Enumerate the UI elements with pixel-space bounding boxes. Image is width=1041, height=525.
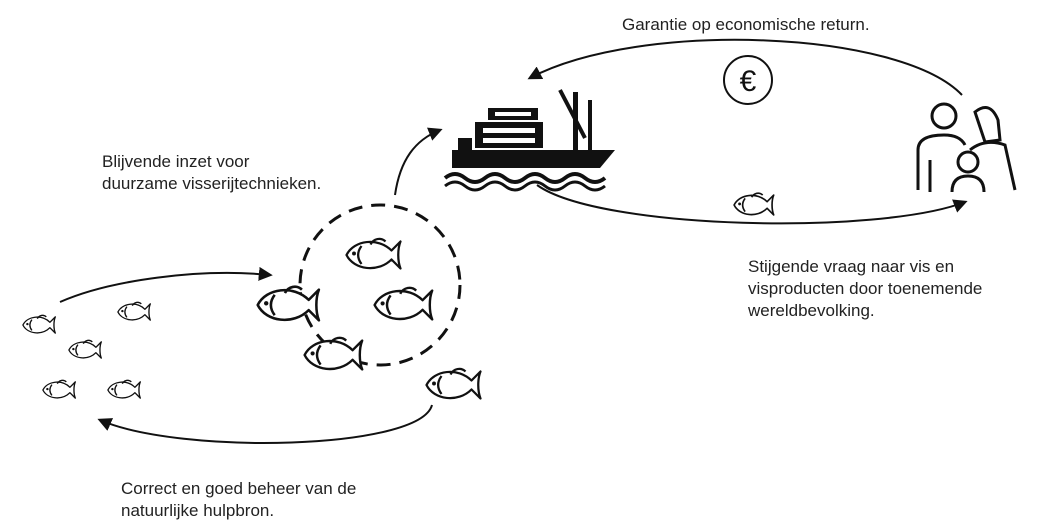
- selected-fish-circle: [298, 203, 462, 367]
- demand-arrow: [536, 184, 968, 225]
- fishing-boat-icon: [443, 89, 615, 192]
- left-label: Blijvende inzet voor duurzame visserijte…: [102, 152, 322, 193]
- family-icon: [916, 102, 1017, 193]
- right-label: Stijgende vraag naar vis en visproducten…: [748, 257, 983, 320]
- euro-coin-icon: €: [723, 55, 773, 105]
- sustainability-arrow: [394, 127, 443, 196]
- bottom-label: Correct en goed beheer van de natuurlijk…: [121, 479, 357, 520]
- currency-symbol: €: [740, 65, 757, 98]
- growth-arrow: [59, 266, 273, 303]
- management-arrow: [97, 404, 433, 444]
- top-label: Garantie op economische return.: [622, 15, 870, 34]
- return-arrow: [527, 38, 963, 96]
- fish-school: [256, 237, 482, 400]
- juvenile-fish: [22, 301, 151, 399]
